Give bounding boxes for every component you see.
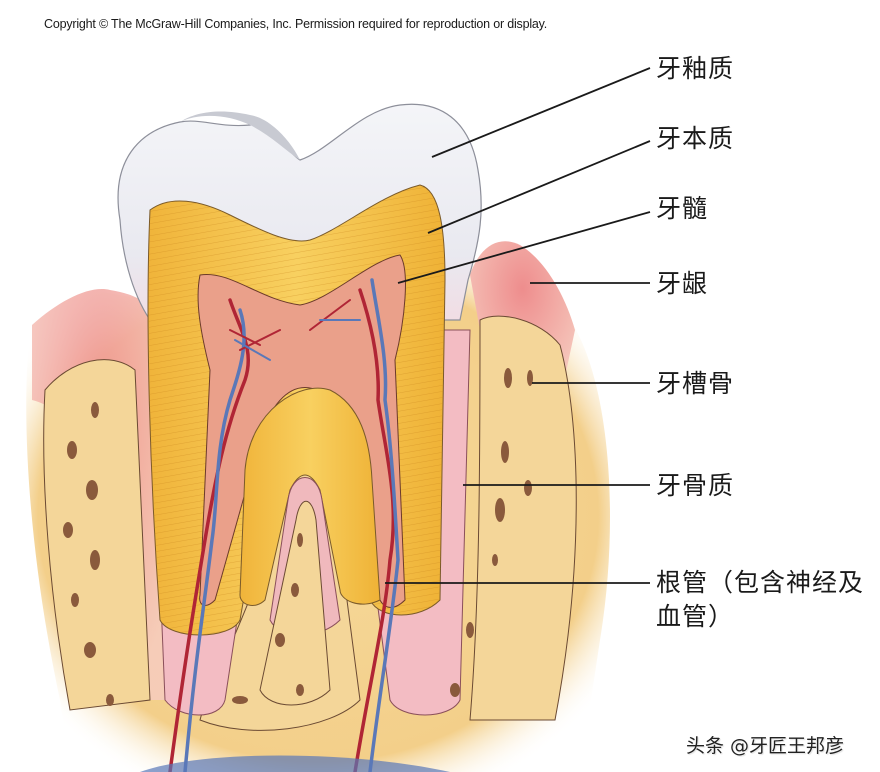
label-dentin: 牙本质 [656,124,735,153]
blood-vessels [168,278,400,772]
label-enamel: 牙釉质 [656,54,735,83]
pulp-chamber [197,254,406,608]
leader-line-enamel [431,67,651,158]
copyright-notice: Copyright © The McGraw-Hill Companies, I… [44,17,548,31]
label-root-canal: 根管（包含神经及血管） [656,568,865,631]
label-alveolar-bone: 牙槽骨 [656,369,735,398]
label-pulp: 牙髓 [656,194,709,223]
label-gum: 牙龈 [656,269,709,298]
label-cementum: 牙骨质 [656,471,735,500]
bone-holes [63,368,533,706]
leader-line-pulp [397,211,651,284]
leader-line-dentin [427,140,651,234]
watermark: 头条 @牙匠王邦彦 [685,735,844,757]
leader-lines [385,67,651,584]
